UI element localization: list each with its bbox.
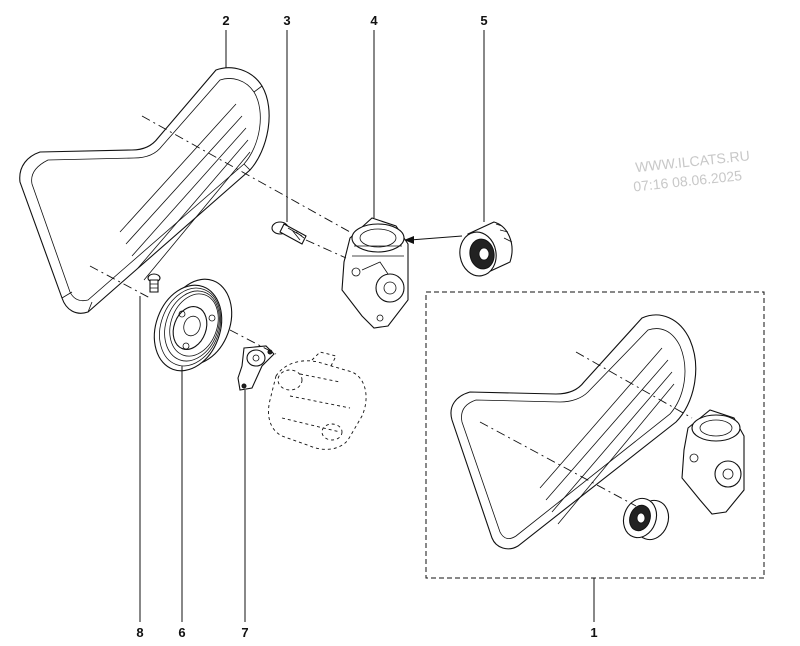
watermark: WWW.ILCATS.RU 07:16 08.06.2025 — [633, 147, 751, 194]
tensioner-icon[interactable] — [341, 217, 409, 329]
callout-labels: 2 3 4 5 8 6 7 1 — [136, 13, 597, 640]
ribbed-belt-icon[interactable] — [19, 67, 270, 314]
kit-axis-upper — [575, 351, 693, 419]
kit-belt-icon — [450, 314, 697, 550]
kit-axis-lower — [479, 421, 637, 507]
leader-lines — [139, 30, 595, 622]
hub-flange-icon[interactable] — [237, 345, 275, 391]
callout-4[interactable]: 4 — [370, 13, 378, 28]
arrowhead-icon — [404, 236, 414, 244]
idler-pulley-icon[interactable] — [456, 221, 513, 279]
callout-2[interactable]: 2 — [222, 13, 229, 28]
pulley-icon[interactable] — [143, 270, 243, 381]
callout-5[interactable]: 5 — [480, 13, 487, 28]
callout-1[interactable]: 1 — [590, 625, 597, 640]
belt-kit-box[interactable] — [425, 291, 765, 579]
pump-outline-icon — [268, 351, 367, 450]
kit-dashed-frame — [425, 291, 765, 579]
kit-pulley-icon — [622, 497, 670, 541]
bolt-icon[interactable] — [271, 221, 307, 245]
callout-6[interactable]: 6 — [178, 625, 185, 640]
callout-7[interactable]: 7 — [241, 625, 248, 640]
kit-tensioner-icon — [681, 409, 745, 515]
callout-8[interactable]: 8 — [136, 625, 143, 640]
callout-3[interactable]: 3 — [283, 13, 290, 28]
assembly-axis-lines — [89, 115, 463, 355]
screw-icon[interactable] — [147, 273, 161, 293]
